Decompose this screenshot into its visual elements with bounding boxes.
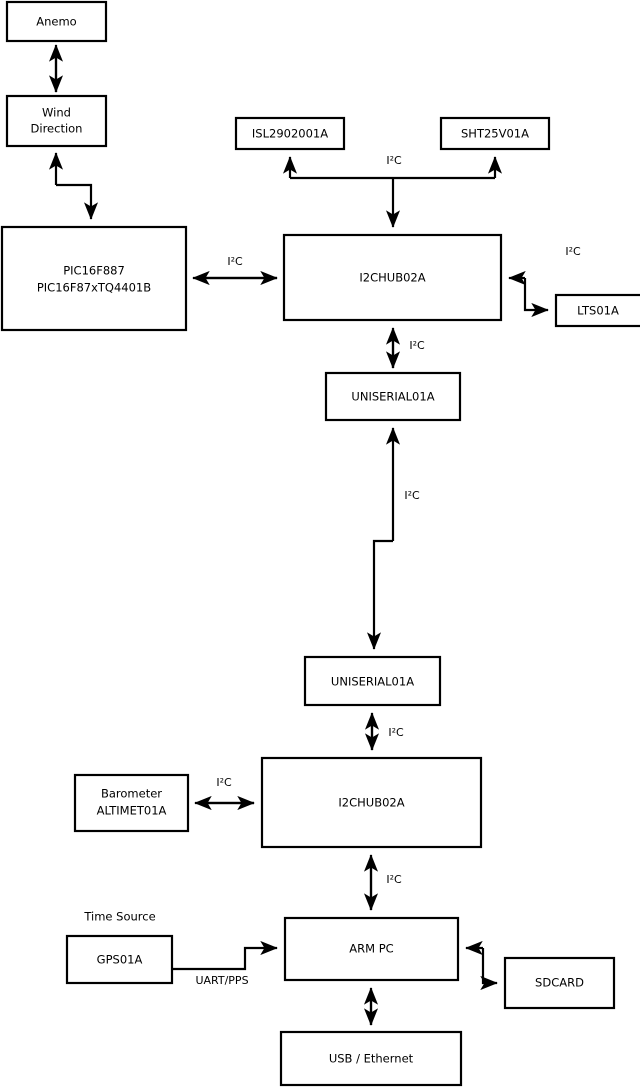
edge-gps-armpc: UART/PPS (172, 940, 278, 987)
node-sdcard-box[interactable] (503, 956, 616, 1010)
node-barometer-label-line1: Barometer (101, 787, 162, 801)
edge-label-uniserial-uniserial: I²C (404, 489, 420, 502)
node-uniserial01a-upper[interactable]: UNISERIAL01A (324, 371, 462, 422)
node-uniserial01a-upper-label: UNISERIAL01A (351, 390, 434, 404)
edge-hub2-armpc: I²C (363, 854, 402, 911)
node-i2chub02a-top[interactable]: I2CHUB02A (282, 233, 503, 322)
edge-hub-uniserial: I²C (385, 327, 425, 369)
node-i2chub02a-top-label: I2CHUB02A (359, 271, 425, 285)
edge-hub-lts: I²C (508, 245, 581, 318)
node-isl2902001a-box[interactable] (234, 116, 346, 151)
node-lts01a-label: LTS01A (577, 304, 619, 318)
node-sdcard-label: SDCARD (535, 976, 584, 990)
node-pic-box[interactable] (0, 225, 188, 332)
node-i2chub02a-top-box[interactable] (282, 233, 503, 322)
node-i2chub02a-bottom[interactable]: I2CHUB02A (260, 756, 483, 849)
edge-wind-pic (48, 152, 99, 220)
node-lts01a[interactable]: LTS01A (554, 293, 640, 328)
edge-uniserial-hub2: I²C (364, 712, 404, 751)
edge-label-hub-uniserial: I²C (409, 339, 425, 352)
node-pic[interactable]: PIC16F887 PIC16F87xTQ4401B (0, 225, 188, 332)
node-pic-label-line2: PIC16F87xTQ4401B (37, 281, 151, 295)
edge-label-uniserial-hub2: I²C (388, 726, 404, 739)
edge-uniserial-uniserial: I²C (366, 427, 420, 650)
edge-barometer-hub2: I²C (194, 776, 255, 811)
node-lts01a-box[interactable] (554, 293, 640, 328)
edge-label-hub-isl-sht: I²C (386, 154, 402, 167)
node-sdcard[interactable]: SDCARD (503, 956, 616, 1010)
node-gps01a[interactable]: GPS01A (65, 934, 174, 985)
edge-arrow-to-lts (523, 278, 549, 318)
edge-arrow-to-lower (366, 539, 393, 650)
node-barometer-box[interactable] (73, 773, 190, 833)
edge-arrow-to-pic (56, 183, 99, 220)
node-sht25v01a-label: SHT25V01A (461, 127, 529, 141)
node-pic-label-line1: PIC16F887 (63, 264, 125, 278)
node-sht25v01a-box[interactable] (439, 116, 551, 151)
node-usb-ethernet-box[interactable] (279, 1030, 463, 1087)
node-uniserial01a-upper-box[interactable] (324, 371, 462, 422)
node-gps01a-box[interactable] (65, 934, 174, 985)
node-uniserial01a-lower-box[interactable] (303, 655, 442, 707)
edge-label-gps-armpc: UART/PPS (195, 974, 248, 987)
node-gps01a-label: GPS01A (97, 953, 143, 967)
node-arm-pc[interactable]: ARM PC (283, 916, 460, 982)
node-isl2902001a-label: ISL2902001A (252, 127, 328, 141)
node-barometer[interactable]: Barometer ALTIMET01A (73, 773, 190, 833)
edge-hub-isl-sht: I²C (282, 154, 503, 228)
node-uniserial01a-lower[interactable]: UNISERIAL01A (303, 655, 442, 707)
edge-label-pic-hub: I²C (227, 255, 243, 268)
edge-label-hub2-armpc: I²C (386, 873, 402, 886)
node-isl2902001a[interactable]: ISL2902001A (234, 116, 346, 151)
node-wind-direction-label-line1: Wind (42, 106, 71, 120)
edge-pic-hub: I²C (192, 255, 278, 286)
node-wind-direction[interactable]: Wind Direction (5, 94, 108, 148)
node-uniserial01a-lower-label: UNISERIAL01A (331, 675, 414, 689)
node-arm-pc-label: ARM PC (349, 942, 393, 956)
node-arm-pc-box[interactable] (283, 916, 460, 982)
node-wind-direction-label-line2: Direction (31, 122, 83, 136)
node-anemo-box[interactable] (5, 0, 108, 43)
edge-arrow-to-armpc (172, 940, 278, 971)
edge-label-hub-lts: I²C (565, 245, 581, 258)
edge-arrow-to-sdcard (480, 948, 498, 991)
node-i2chub02a-bottom-label: I2CHUB02A (338, 796, 404, 810)
node-barometer-label-line2: ALTIMET01A (97, 804, 167, 818)
time-source-label: Time Source (83, 910, 155, 924)
node-anemo-label: Anemo (36, 15, 76, 29)
node-anemo[interactable]: Anemo (5, 0, 108, 43)
node-usb-ethernet-label: USB / Ethernet (329, 1052, 414, 1066)
edge-label-barometer-hub2: I²C (216, 776, 232, 789)
node-wind-direction-box[interactable] (5, 94, 108, 148)
edge-armpc-sdcard (465, 940, 498, 991)
node-sht25v01a[interactable]: SHT25V01A (439, 116, 551, 151)
node-i2chub02a-bottom-box[interactable] (260, 756, 483, 849)
node-usb-ethernet[interactable]: USB / Ethernet (279, 1030, 463, 1087)
